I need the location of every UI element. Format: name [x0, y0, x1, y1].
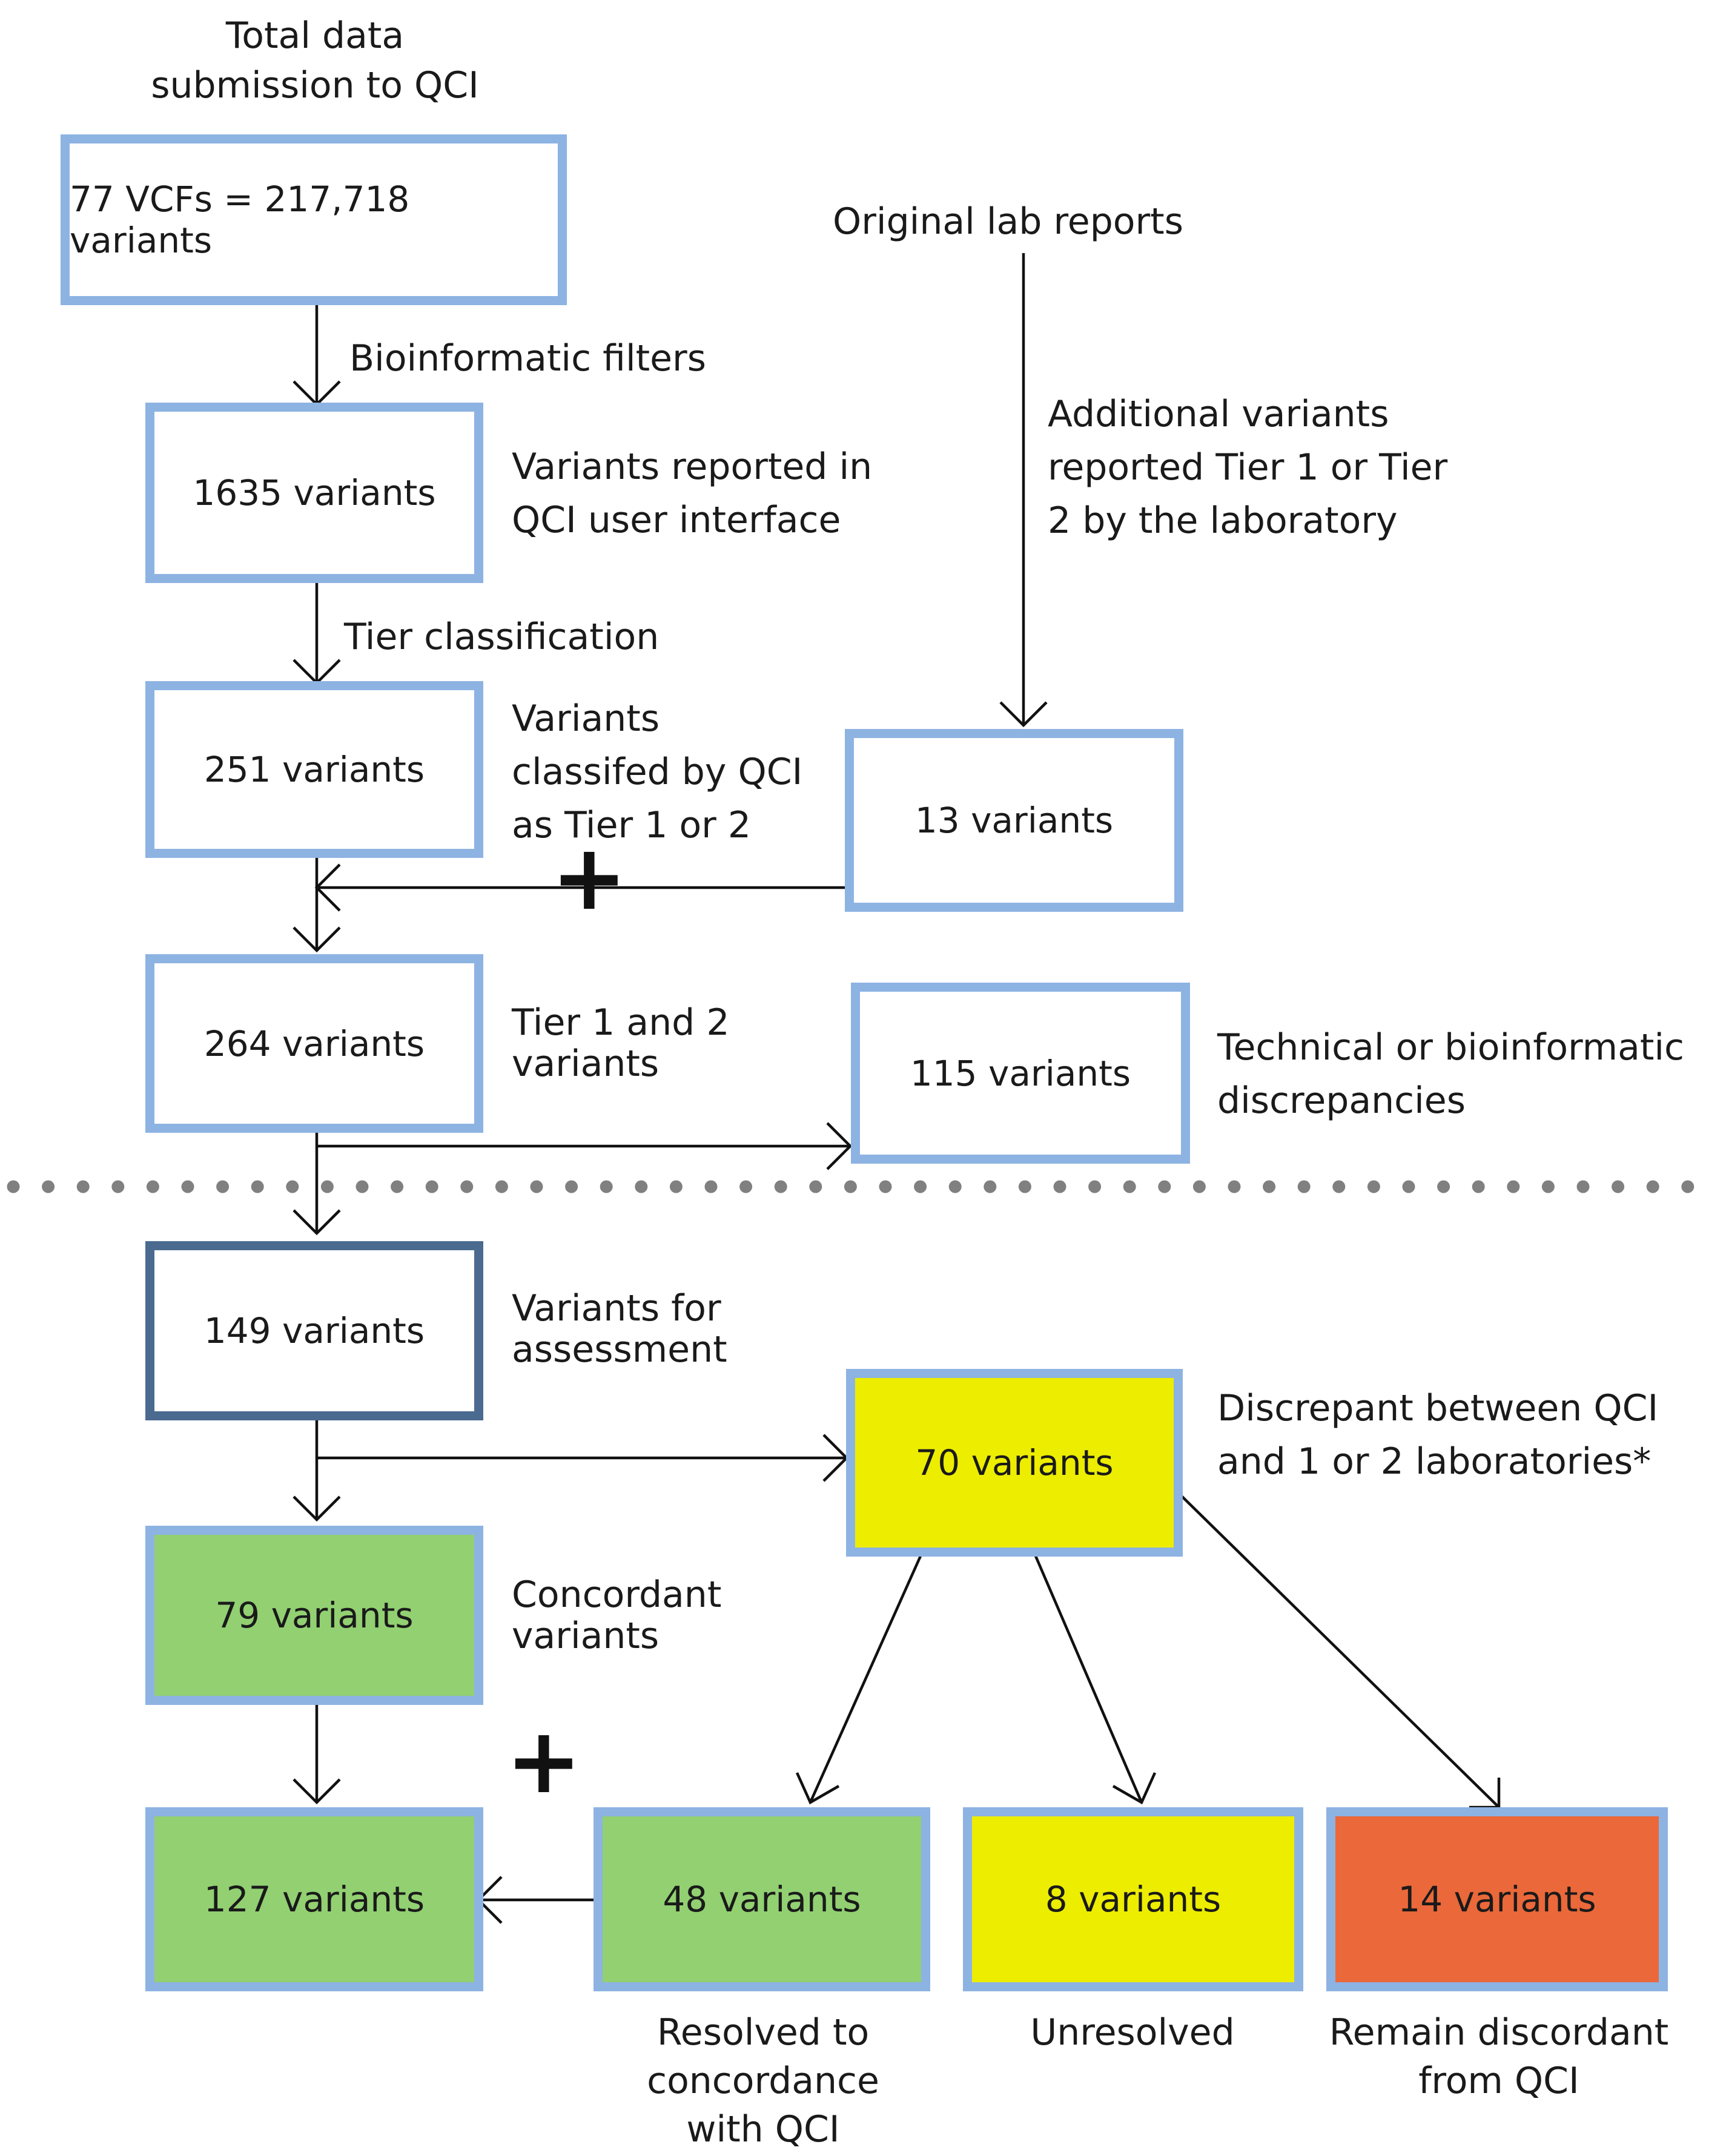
discrepant-label: Discrepant between QCI and 1 or 2 labora…: [1217, 1387, 1659, 1483]
variants-70-box: 70 variants: [846, 1369, 1183, 1557]
plus-sign-lower: +: [506, 1709, 582, 1814]
arrow-70-to-48: [808, 1555, 922, 1803]
arrow-70-to-8: [1034, 1555, 1143, 1803]
variants-115-box: 115 variants: [851, 983, 1190, 1164]
tier-classification-label: Tier classification: [344, 616, 660, 658]
variants-149-box: 149 variants: [145, 1241, 483, 1420]
tier-1-2-label: Tier 1 and 2 variants: [512, 1001, 730, 1085]
additional-variants-label: Additional variants reported Tier 1 or T…: [1048, 393, 1448, 542]
resolved-label: Resolved to concordance with QCI: [647, 2011, 879, 2151]
unresolved-label: Unresolved: [1030, 2011, 1235, 2054]
for-assessment-label: Variants for assessment: [512, 1287, 727, 1371]
variants-8-box: 8 variants: [963, 1807, 1303, 1991]
variants-48-box: 48 variants: [594, 1807, 930, 1991]
reported-in-qci-label: Variants reported in QCI user interface: [512, 446, 873, 541]
original-lab-reports-label: Original lab reports: [833, 200, 1183, 243]
bioinformatic-filters-label: Bioinformatic filters: [349, 337, 706, 380]
variants-1635-box: 1635 variants: [145, 403, 483, 583]
tech-discrepancies-label: Technical or bioinformatic discrepancies: [1217, 1026, 1685, 1122]
variants-264-box: 264 variants: [145, 954, 483, 1133]
variants-79-box: 79 variants: [145, 1526, 483, 1705]
total-submission-label: Total data submission to QCI: [151, 15, 479, 107]
plus-sign-upper: +: [551, 825, 627, 931]
variants-251-box: 251 variants: [145, 681, 483, 858]
variants-14-box: 14 variants: [1326, 1807, 1668, 1991]
remain-discordant-label: Remain discordant from QCI: [1329, 2011, 1669, 2102]
variants-127-box: 127 variants: [145, 1807, 483, 1991]
concordant-label: Concordant variants: [512, 1574, 722, 1657]
arrow-70-to-14: [1180, 1494, 1500, 1808]
classified-tier-label: Variants classifed by QCI as Tier 1 or 2: [512, 697, 803, 846]
variants-13-box: 13 variants: [845, 729, 1183, 912]
vcfs-box: 77 VCFs = 217,718 variants: [61, 134, 567, 305]
